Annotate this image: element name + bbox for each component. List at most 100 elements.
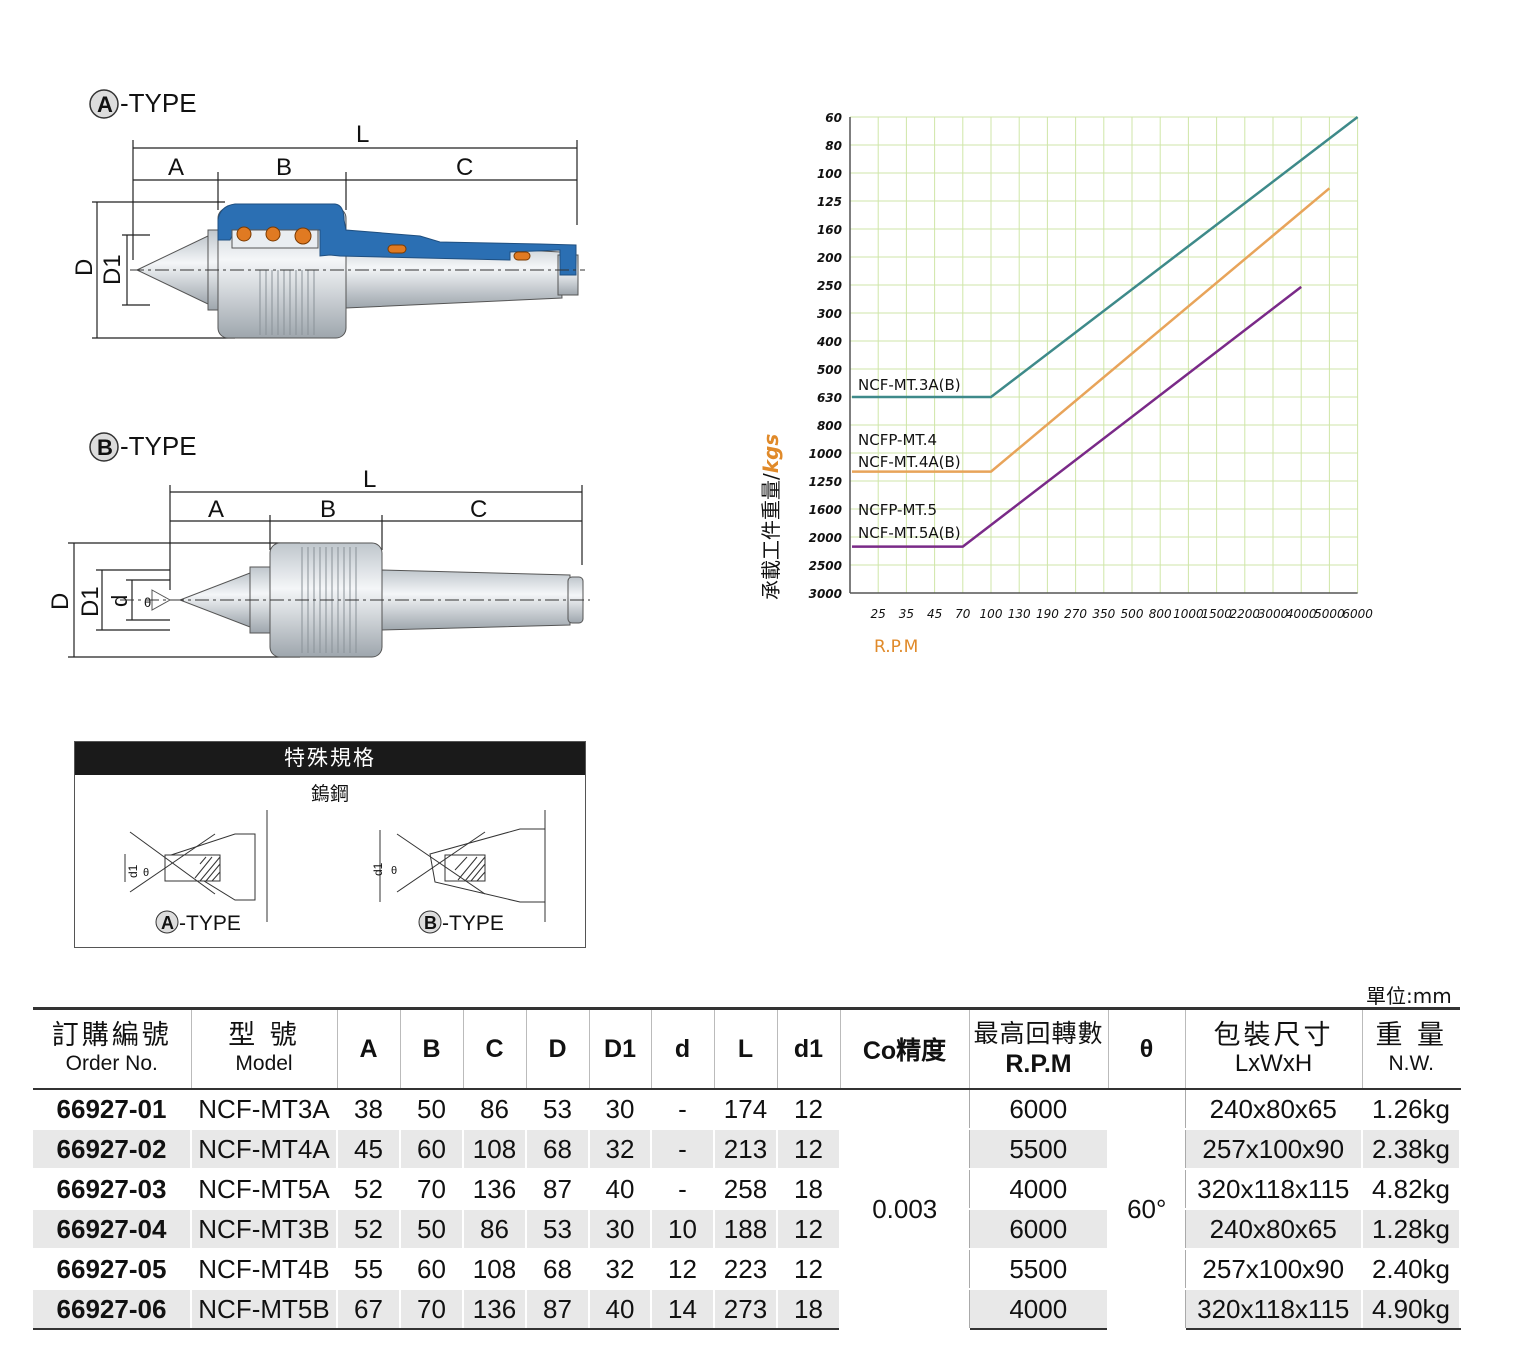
- chart-y-tick: 125: [817, 195, 842, 209]
- chart-y-tick: 200: [817, 251, 842, 265]
- chart-y-tick: 500: [817, 363, 842, 377]
- cell-a: 45: [337, 1129, 401, 1170]
- cell-c: 108: [463, 1129, 527, 1170]
- th-a: A: [337, 1007, 401, 1090]
- chart-y-tick: 60: [825, 111, 842, 125]
- chart-x-tick: 35: [899, 607, 914, 621]
- chart-y-tick: 160: [817, 223, 842, 237]
- cell-d1: 18: [777, 1169, 841, 1210]
- cell-d1: 40: [589, 1289, 652, 1330]
- cell-rpm: 6000: [969, 1209, 1109, 1250]
- cell-d1: 30: [589, 1209, 652, 1250]
- chart-y-tick: 3000: [809, 587, 842, 601]
- cell-c: 86: [463, 1089, 527, 1130]
- chart-y-tick: 250: [817, 279, 842, 293]
- special-spec-drawings: d1 θ A -TYPE d1 θ B -TYPE: [124, 810, 546, 935]
- cell-model: NCF-MT4B: [191, 1249, 338, 1290]
- cell-l: 213: [714, 1129, 778, 1170]
- chart-x-tick: 270: [1064, 607, 1087, 621]
- chart-series-line: [852, 187, 1331, 473]
- cell-d: 53: [526, 1089, 590, 1130]
- a-bearing-ball-3: [294, 227, 312, 245]
- b-type-suffix: -TYPE: [120, 431, 197, 461]
- cell-d: -: [651, 1129, 715, 1170]
- cell-l: 223: [714, 1249, 778, 1290]
- special-a-d1: d1: [126, 864, 140, 878]
- th-l: L: [714, 1007, 778, 1090]
- chart-ylabel: 承載工件重量/kgs: [759, 434, 783, 600]
- a-type-letter: A: [97, 92, 113, 117]
- chart-y-tick: 300: [817, 307, 842, 321]
- cell-c: 136: [463, 1289, 527, 1330]
- special-b-d1: d1: [371, 862, 385, 876]
- cell-model: NCF-MT3A: [191, 1089, 338, 1130]
- th-co: Co精度: [840, 1007, 970, 1090]
- chart-x-tick: 350: [1092, 607, 1115, 621]
- b-dim-c: C: [470, 496, 487, 523]
- b-dim-d: D: [47, 593, 74, 610]
- b-type-badge-icon: [89, 432, 119, 462]
- special-b-suffix: -TYPE: [442, 912, 504, 935]
- cell-d: 10: [651, 1209, 715, 1250]
- cell-a: 52: [337, 1209, 401, 1250]
- special-spec-title: 特殊規格: [75, 742, 585, 775]
- cell-model: NCF-MT5B: [191, 1289, 338, 1330]
- b-dim-d-small: d: [107, 595, 132, 607]
- chart-y-tick: 1000: [809, 447, 842, 461]
- a-bearing-ball-1: [236, 226, 252, 242]
- cell-order: 66927-02: [33, 1129, 192, 1170]
- a-dim-a: A: [168, 154, 184, 181]
- a-dim-d1: D1: [99, 254, 126, 285]
- chart-x-tick: 800: [1149, 607, 1172, 621]
- cell-pack: 320x118x115: [1185, 1289, 1363, 1330]
- cell-pack: 240x80x65: [1185, 1209, 1363, 1250]
- special-spec-box: 特殊規格 鎢鋼 d1 θ A -TYPE: [74, 741, 586, 948]
- cell-c: 108: [463, 1249, 527, 1290]
- cell-rpm: 4000: [969, 1169, 1109, 1210]
- cell-b: 50: [400, 1089, 464, 1130]
- th-d1-small: d1: [777, 1007, 841, 1090]
- cell-model: NCF-MT5A: [191, 1169, 338, 1210]
- b-dim-b: B: [320, 496, 336, 523]
- chart-series-label: NCF-MT.3A(B): [858, 376, 961, 394]
- unit-label: 單位:mm: [1366, 984, 1452, 1008]
- a-dim-l: L: [356, 121, 369, 148]
- cell-nw: 1.26kg: [1362, 1089, 1461, 1130]
- cell-theta: 60°: [1107, 1089, 1186, 1330]
- cell-d: 87: [526, 1169, 590, 1210]
- cell-l: 174: [714, 1089, 778, 1130]
- cell-a: 38: [337, 1089, 401, 1130]
- cell-rpm: 5500: [969, 1249, 1109, 1290]
- chart-x-tick: 190: [1036, 607, 1059, 621]
- cell-d1: 12: [777, 1209, 841, 1250]
- cell-nw: 2.40kg: [1362, 1249, 1461, 1290]
- cell-co-precision: 0.003: [839, 1089, 970, 1330]
- special-b-tip-drawing: d1 θ B -TYPE: [371, 810, 546, 935]
- chart-x-tick: 500: [1121, 607, 1144, 621]
- chart-y-tick: 80: [825, 139, 842, 153]
- chart-y-tick: 800: [817, 419, 842, 433]
- chart-y-tick: 1600: [809, 503, 842, 517]
- cell-pack: 240x80x65: [1185, 1089, 1363, 1130]
- a-bearing-ball-2: [265, 226, 281, 242]
- cell-model: NCF-MT4A: [191, 1129, 338, 1170]
- a-dim-c: C: [456, 154, 473, 181]
- chart-series-line: [852, 285, 1302, 548]
- b-type-drawing: B -TYPE L A B C D D1 d θ: [47, 431, 590, 658]
- cell-d: 68: [526, 1129, 590, 1170]
- chart-y-tick: 2000: [809, 531, 842, 545]
- chart-x-tick: 25: [871, 607, 886, 621]
- th-d1: D1: [589, 1007, 652, 1090]
- cell-nw: 4.82kg: [1362, 1169, 1461, 1210]
- cell-d1: 12: [777, 1129, 841, 1170]
- cell-a: 52: [337, 1169, 401, 1210]
- chart-x-tick: 2200: [1230, 607, 1261, 621]
- cell-rpm: 5500: [969, 1129, 1109, 1170]
